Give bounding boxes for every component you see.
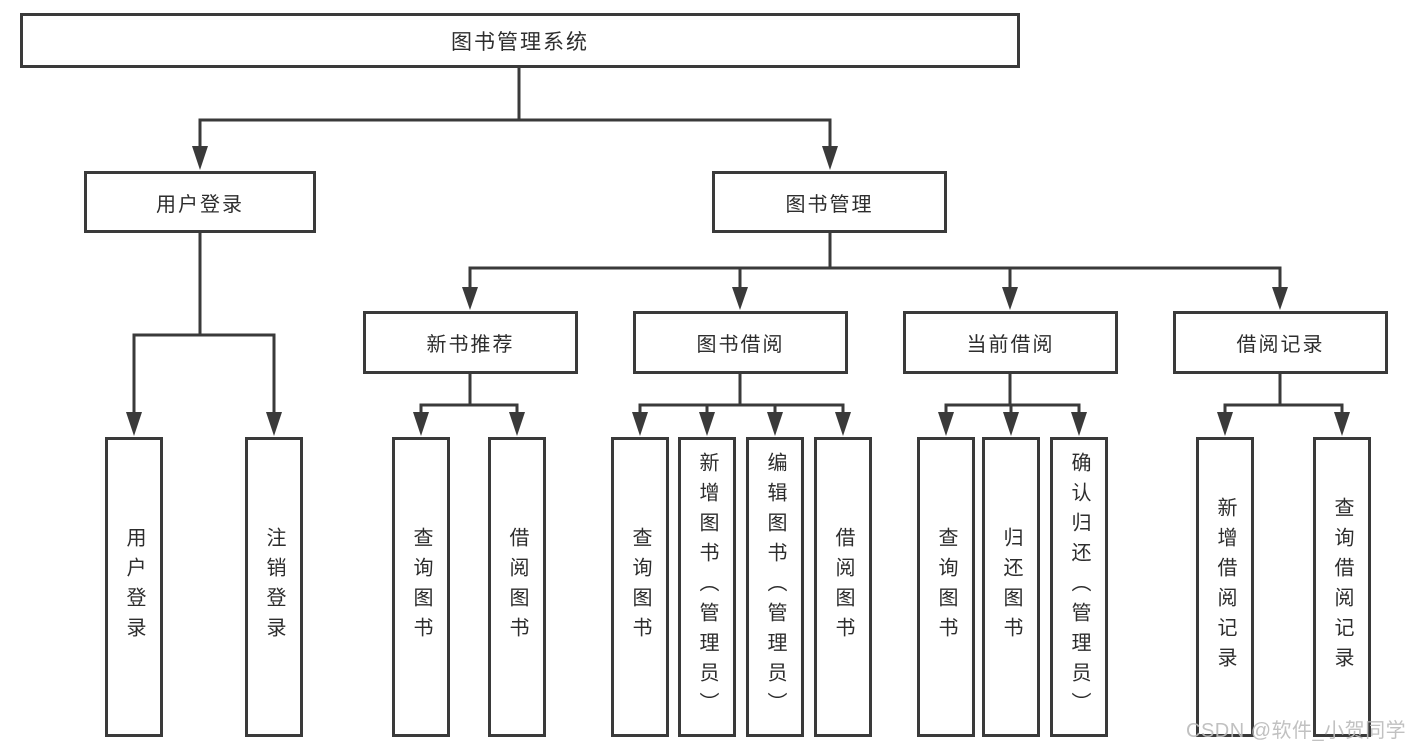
- node-new-book-recommend: 新书推荐: [363, 311, 578, 374]
- node-borrow-records: 借阅记录: [1173, 311, 1388, 374]
- connector-root-to-level2: [192, 66, 838, 170]
- leaf-borrow-books: 借阅图书: [814, 437, 872, 737]
- connector-bookborrow-to-leaves: [632, 372, 851, 436]
- leaf-edit-book-admin: 编辑图书（管理员）: [746, 437, 804, 737]
- node-root-label: 图书管理系统: [451, 30, 589, 54]
- arrowhead: [1003, 412, 1019, 436]
- leaf-add-borrow-record: 新增借阅记录: [1196, 437, 1254, 737]
- node-label: 借阅记录: [1236, 334, 1325, 356]
- leaf-label: 查询图书: [629, 527, 651, 647]
- arrowhead: [632, 412, 648, 436]
- leaf-add-book-admin: 新增图书（管理员）: [678, 437, 736, 737]
- arrowhead: [126, 412, 142, 436]
- leaf-label: 借阅图书: [832, 527, 854, 647]
- node-label: 图书借阅: [696, 334, 785, 356]
- arrowhead: [192, 146, 208, 170]
- node-label: 新书推荐: [426, 334, 515, 356]
- arrowhead: [1002, 287, 1018, 310]
- leaf-label: 注销登录: [263, 527, 285, 647]
- leaf-query-borrow-record: 查询借阅记录: [1313, 437, 1371, 737]
- arrowhead: [835, 412, 851, 436]
- connector-bookmgmt-to-level3: [462, 231, 1288, 310]
- node-label: 当前借阅: [966, 334, 1055, 356]
- csdn-watermark: CSDN @软件_小贺同学: [1186, 720, 1405, 742]
- leaf-query-books-recommend: 查询图书: [392, 437, 450, 737]
- arrowhead: [1071, 412, 1087, 436]
- arrowhead: [509, 412, 525, 436]
- arrowhead: [1217, 412, 1233, 436]
- arrowhead: [767, 412, 783, 436]
- node-current-borrow: 当前借阅: [903, 311, 1118, 374]
- leaf-label: 确认归还（管理员）: [1068, 452, 1090, 722]
- leaf-logout: 注销登录: [245, 437, 303, 737]
- arrowhead: [1272, 287, 1288, 310]
- node-label: 图书管理: [785, 193, 874, 216]
- arrowhead: [266, 412, 282, 436]
- leaf-confirm-return-admin: 确认归还（管理员）: [1050, 437, 1108, 737]
- arrowhead: [1334, 412, 1350, 436]
- leaf-query-books-borrow: 查询图书: [611, 437, 669, 737]
- connector-currentborrow-to-leaves: [938, 372, 1087, 436]
- connector-borrowrecords-to-leaves: [1217, 372, 1350, 436]
- arrowhead: [413, 412, 429, 436]
- arrowhead: [732, 287, 748, 310]
- leaf-borrow-books-recommend: 借阅图书: [488, 437, 546, 737]
- node-user-login: 用户登录: [84, 171, 316, 233]
- leaf-label: 新增图书（管理员）: [696, 452, 718, 722]
- leaf-label: 新增借阅记录: [1214, 497, 1236, 677]
- node-label: 用户登录: [156, 193, 244, 216]
- node-book-management: 图书管理: [712, 171, 947, 233]
- arrowhead: [938, 412, 954, 436]
- node-root-system: 图书管理系统: [20, 13, 1020, 68]
- leaf-label: 查询图书: [410, 527, 432, 647]
- leaf-label: 查询图书: [935, 527, 957, 647]
- leaf-query-books-current: 查询图书: [917, 437, 975, 737]
- arrowhead: [699, 412, 715, 436]
- connector-newbook-to-leaves: [413, 372, 525, 436]
- leaf-user-login: 用户登录: [105, 437, 163, 737]
- leaf-label: 借阅图书: [506, 527, 528, 647]
- leaf-label: 用户登录: [123, 527, 145, 647]
- leaf-return-book: 归还图书: [982, 437, 1040, 737]
- arrowhead: [822, 146, 838, 170]
- connector-userlogin-to-leaves: [126, 231, 282, 436]
- leaf-label: 归还图书: [1000, 527, 1022, 647]
- leaf-label: 查询借阅记录: [1331, 497, 1353, 677]
- leaf-label: 编辑图书（管理员）: [764, 452, 786, 722]
- arrowhead: [462, 287, 478, 310]
- node-book-borrow: 图书借阅: [633, 311, 848, 374]
